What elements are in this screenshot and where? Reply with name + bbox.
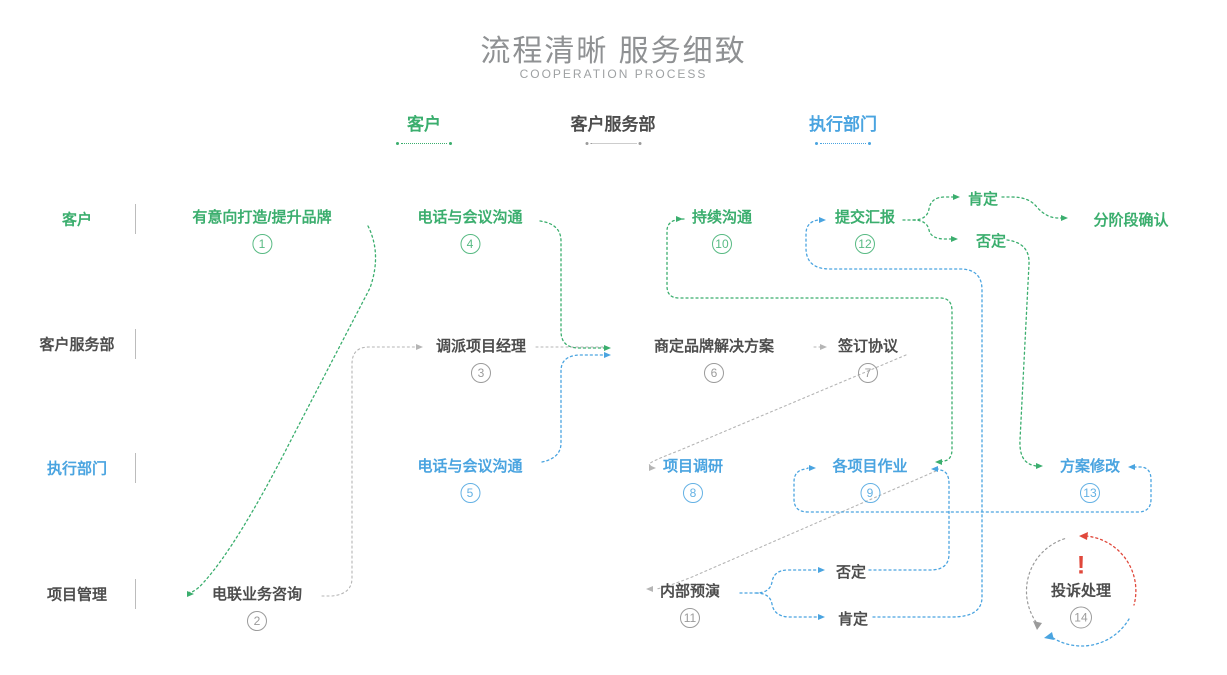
column-header-label: 执行部门 bbox=[809, 115, 877, 134]
branch-rehearsal-no: 否定 bbox=[835, 564, 867, 581]
node-phone-consult: 电联业务咨询 2 bbox=[212, 586, 302, 631]
node-brand-intent: 有意向打造/提升品牌 1 bbox=[192, 209, 332, 254]
column-header-label: 客户 bbox=[407, 115, 441, 134]
branch-report-yes: 肯定 bbox=[967, 191, 999, 208]
node-brand-solution: 商定品牌解决方案 6 bbox=[654, 338, 774, 383]
node-label: 电话与会议沟通 bbox=[417, 209, 523, 226]
row-label-client: 客户 bbox=[61, 211, 93, 229]
step-number: 13 bbox=[1079, 483, 1100, 503]
branch-stage-confirm: 分阶段确认 bbox=[1093, 212, 1169, 229]
row-label-service-dept: 客户服务部 bbox=[39, 336, 115, 354]
step-number: 6 bbox=[703, 363, 724, 383]
node-continuous-comm: 持续沟通 10 bbox=[692, 209, 752, 254]
step-number: 4 bbox=[459, 234, 480, 254]
page-title: 流程清晰 服务细致 bbox=[480, 35, 747, 68]
step-number: 9 bbox=[859, 483, 880, 503]
node-label: 方案修改 bbox=[1059, 458, 1121, 475]
row-label-exec-dept: 执行部门 bbox=[46, 460, 108, 478]
node-label: 各项目作业 bbox=[832, 458, 908, 475]
node-label: 提交汇报 bbox=[834, 209, 896, 226]
node-label: 商定品牌解决方案 bbox=[653, 338, 775, 355]
node-label: 电话与会议沟通 bbox=[417, 458, 523, 475]
node-project-jobs: 各项目作业 9 bbox=[832, 458, 908, 503]
column-header-client: 客户 bbox=[396, 110, 452, 145]
node-submit-report: 提交汇报 12 bbox=[835, 209, 895, 254]
step-number: 12 bbox=[854, 234, 875, 254]
column-header-service-dept: 客户服务部 bbox=[571, 110, 656, 145]
node-label: 电联业务咨询 bbox=[211, 586, 303, 603]
branch-report-no: 否定 bbox=[975, 233, 1007, 250]
page-subtitle: COOPERATION PROCESS bbox=[519, 67, 708, 81]
column-header-exec-dept: 执行部门 bbox=[809, 110, 877, 145]
node-sign-agreement: 签订协议 7 bbox=[838, 338, 898, 383]
node-label: 持续沟通 bbox=[691, 209, 753, 226]
row-label-project-mgmt: 项目管理 bbox=[46, 586, 108, 604]
step-number: 2 bbox=[246, 611, 267, 631]
row-divider bbox=[135, 579, 136, 609]
step-number: 7 bbox=[857, 363, 878, 383]
row-divider bbox=[135, 204, 136, 234]
node-label: 有意向打造/提升品牌 bbox=[192, 209, 332, 226]
row-divider bbox=[135, 329, 136, 359]
node-label: 项目调研 bbox=[662, 458, 724, 475]
step-number: 3 bbox=[470, 363, 491, 383]
node-phone-meeting-client: 电话与会议沟通 4 bbox=[417, 209, 523, 254]
exclamation-icon: ! bbox=[1076, 551, 1086, 580]
step-number: 8 bbox=[682, 483, 703, 503]
node-project-research: 项目调研 8 bbox=[663, 458, 723, 503]
step-number: 11 bbox=[679, 608, 700, 628]
node-complaint-handling: ! 投诉处理 14 bbox=[1050, 551, 1112, 629]
step-number: 10 bbox=[711, 234, 732, 254]
node-phone-meeting-exec: 电话与会议沟通 5 bbox=[417, 458, 523, 503]
dotted-underline bbox=[396, 142, 452, 145]
dotted-underline bbox=[815, 142, 871, 145]
node-assign-pm: 调派项目经理 3 bbox=[436, 338, 526, 383]
node-label: 调派项目经理 bbox=[435, 338, 527, 355]
step-number: 14 bbox=[1069, 606, 1092, 629]
node-plan-revision: 方案修改 13 bbox=[1060, 458, 1120, 503]
column-header-label: 客户服务部 bbox=[570, 115, 656, 134]
node-label: 签订协议 bbox=[837, 338, 899, 355]
dotted-underline bbox=[585, 142, 641, 145]
node-label: 内部预演 bbox=[659, 583, 721, 600]
branch-rehearsal-yes: 肯定 bbox=[837, 611, 869, 628]
row-divider bbox=[135, 453, 136, 483]
node-label: 投诉处理 bbox=[1050, 582, 1112, 600]
step-number: 5 bbox=[459, 483, 480, 503]
step-number: 1 bbox=[251, 234, 272, 254]
node-internal-rehearsal: 内部预演 11 bbox=[660, 583, 720, 628]
